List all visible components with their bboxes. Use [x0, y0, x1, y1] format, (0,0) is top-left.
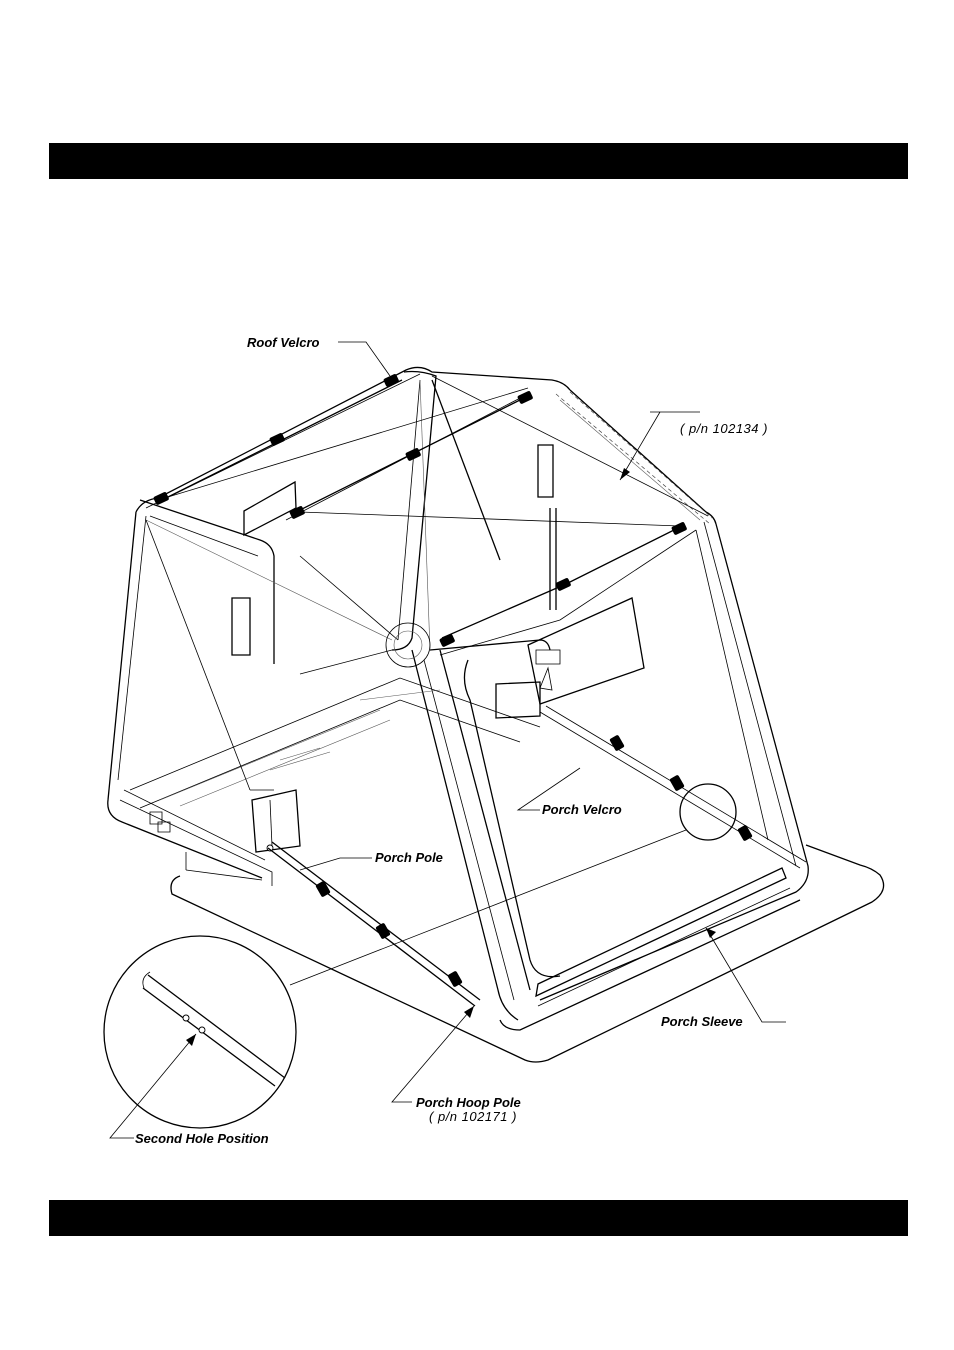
porch-sleeve-label: Porch Sleeve [661, 1014, 743, 1029]
roof-velcro-clip [517, 391, 533, 404]
header-bar [49, 143, 908, 179]
diagram-labels: Roof Velcro ( p/n 102134 ) Porch Velcro … [135, 335, 768, 1146]
footer-bar [49, 1200, 908, 1236]
roof-velcro-clip [383, 374, 399, 387]
porch-velcro-clip [609, 735, 625, 751]
part-number-top-label: ( p/n 102134 ) [680, 421, 768, 436]
porch-velcro-clip [669, 775, 685, 791]
roof-velcro-clip [439, 634, 455, 647]
tent-body [107, 366, 809, 1031]
roof-velcro-label: Roof Velcro [247, 335, 320, 350]
porch-hoop-pole-label: Porch Hoop Pole [416, 1095, 521, 1110]
window-panels [149, 444, 645, 853]
porch-velcro-label: Porch Velcro [542, 802, 622, 817]
roof-velcro-clip [289, 506, 305, 519]
roof-velcro-clip [405, 448, 421, 461]
roof-velcro-clip [671, 522, 687, 535]
porch-velcro-clip [447, 971, 463, 987]
roof-velcro-clip [555, 578, 571, 591]
porch-velcro-clip [315, 881, 331, 897]
porch-pole-label: Porch Pole [375, 850, 443, 865]
roof-velcro-clip [269, 433, 285, 446]
leader-lines [109, 341, 786, 1139]
second-hole-position-label: Second Hole Position [135, 1131, 269, 1146]
detail-callout [103, 783, 737, 1129]
base-platform [170, 844, 885, 1063]
velcro-clips [153, 374, 753, 987]
porch-velcro-clip [375, 923, 391, 939]
porch-velcro-clip [737, 825, 753, 841]
roof-velcro-clip [153, 492, 169, 505]
porch-hoop-pole-pn-label: ( p/n 102171 ) [429, 1109, 517, 1124]
